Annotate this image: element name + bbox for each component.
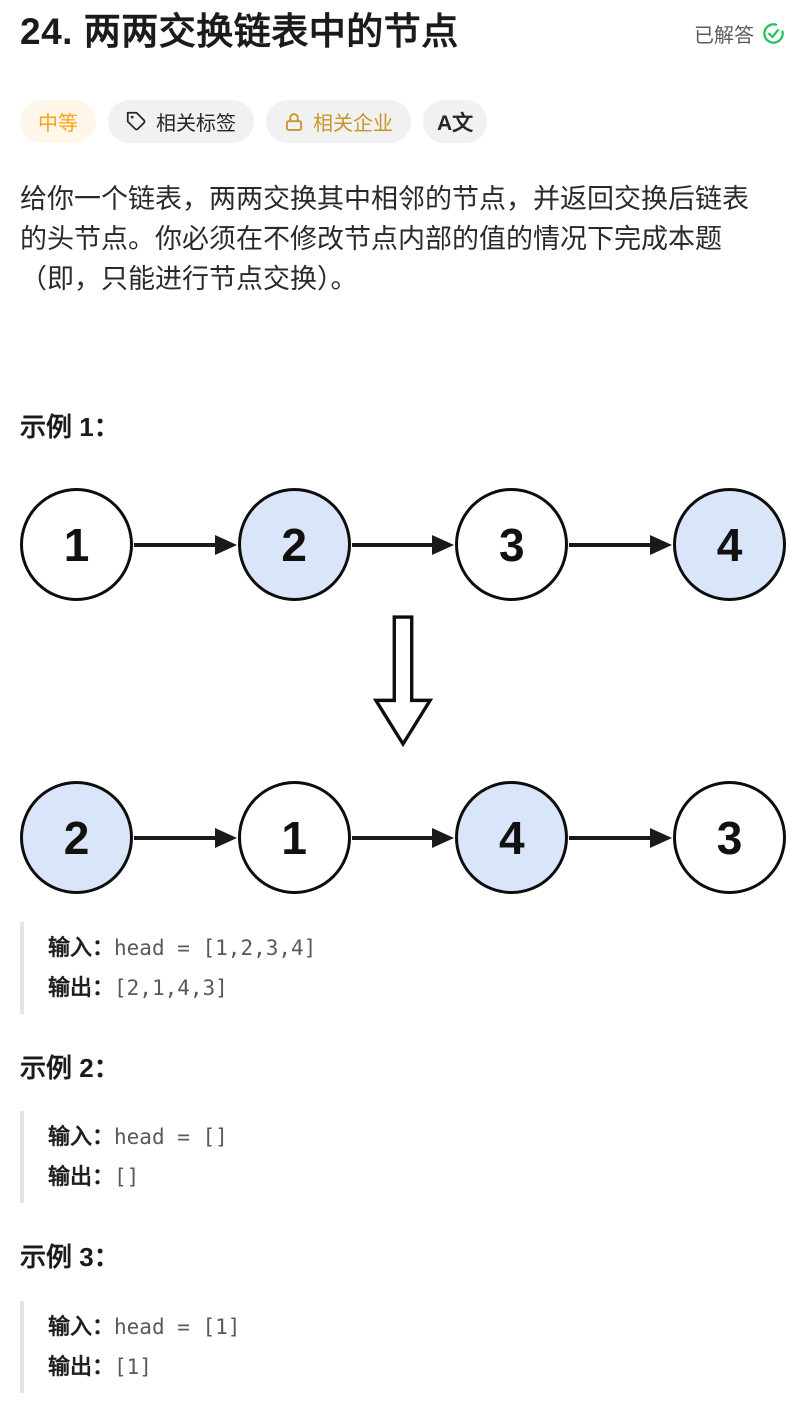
- arrow-tip: [650, 827, 673, 848]
- arrow-tip: [214, 827, 237, 848]
- problem-description: 给你一个链表，两两交换其中相邻的节点，并返回交换后链表 的头节点。你必须在不修改…: [20, 179, 786, 299]
- example-input-line: 输入：head = []: [48, 1117, 786, 1157]
- input-label: 输入：: [48, 1124, 115, 1150]
- related-companies-label: 相关企业: [313, 113, 393, 136]
- node-value: 1: [281, 811, 307, 864]
- input-value: head = []: [114, 1125, 228, 1150]
- node-value: 3: [499, 518, 525, 571]
- arrow-tip: [432, 827, 455, 848]
- example-output-line: 输出：[2,1,4,3]: [48, 968, 786, 1008]
- solved-status: 已解答: [694, 19, 786, 48]
- list-node: 1: [20, 488, 133, 602]
- badge-row: 中等 相关标签 相关企业 A文: [20, 100, 786, 144]
- example-input-line: 输入：head = [1]: [48, 1307, 786, 1347]
- input-label: 输入：: [48, 935, 115, 961]
- related-tags-label: 相关标签: [156, 113, 236, 136]
- arrow-shaft: [134, 835, 216, 840]
- arrow-right-icon: [134, 827, 237, 848]
- difficulty-badge[interactable]: 中等: [20, 100, 96, 144]
- example-1-io-block: 输入：head = [1,2,3,4] 输出：[2,1,4,3]: [20, 922, 786, 1015]
- output-label: 输出：: [48, 1354, 115, 1380]
- output-value: []: [114, 1165, 140, 1190]
- example-2-heading: 示例 2：: [20, 1053, 120, 1084]
- page-title: 24. 两两交换链表中的节点: [20, 11, 459, 52]
- list-node: 1: [237, 781, 351, 895]
- arrow-down-icon: [372, 615, 434, 748]
- arrow-shaft: [569, 542, 652, 547]
- example-output-line: 输出：[]: [48, 1157, 786, 1197]
- input-label: 输入：: [48, 1314, 115, 1340]
- arrow-shaft: [134, 542, 216, 547]
- list-node: 3: [455, 488, 569, 602]
- output-value: [2,1,4,3]: [114, 976, 228, 1001]
- description-line: （即，只能进行节点交换）。: [20, 264, 358, 295]
- arrow-shaft: [351, 542, 434, 547]
- related-tags-badge[interactable]: 相关标签: [108, 100, 254, 144]
- check-circle-icon: [763, 23, 784, 44]
- arrow-right-icon: [569, 827, 673, 848]
- arrow-tip: [650, 534, 673, 555]
- example-3-io-block: 输入：head = [1] 输出：[1]: [20, 1301, 786, 1394]
- output-label: 输出：: [48, 975, 115, 1001]
- input-value: head = [1,2,3,4]: [114, 936, 317, 961]
- node-value: 3: [716, 811, 743, 864]
- example-output-line: 输出：[1]: [48, 1347, 786, 1387]
- related-companies-badge[interactable]: 相关企业: [266, 100, 411, 144]
- arrow-right-icon: [134, 534, 237, 555]
- arrow-tip: [214, 534, 237, 555]
- tag-icon: [126, 112, 146, 131]
- list-node: 2: [237, 488, 351, 602]
- output-label: 输出：: [48, 1164, 115, 1190]
- translate-badge[interactable]: A文: [423, 100, 488, 144]
- arrow-right-icon: [351, 534, 455, 555]
- arrow-shaft: [569, 835, 652, 840]
- example-1-heading: 示例 1：: [20, 412, 120, 443]
- node-value: 4: [499, 811, 525, 864]
- arrow-right-icon: [351, 827, 455, 848]
- lock-icon: [286, 113, 302, 131]
- output-value: [1]: [114, 1355, 152, 1380]
- arrow-right-icon: [569, 534, 673, 555]
- node-value: 1: [63, 518, 90, 571]
- list-node: 4: [455, 781, 569, 895]
- input-value: head = [1]: [114, 1315, 241, 1340]
- linked-list-before: 1 2 3 4: [20, 488, 787, 602]
- example-2-io-block: 输入：head = [] 输出：[]: [20, 1111, 786, 1204]
- node-value: 2: [281, 518, 307, 571]
- list-node: 3: [673, 781, 787, 895]
- description-line: 的头节点。你必须在不修改节点内部的值的情况下完成本题: [20, 224, 722, 255]
- list-node: 4: [673, 488, 787, 602]
- linked-list-after: 2 1 4 3: [20, 781, 787, 895]
- list-node: 2: [20, 781, 133, 895]
- example-3-heading: 示例 3：: [20, 1242, 120, 1273]
- node-value: 4: [716, 518, 743, 571]
- description-line: 给你一个链表，两两交换其中相邻的节点，并返回交换后链表: [20, 184, 749, 215]
- header: 24. 两两交换链表中的节点 已解答: [20, 10, 786, 54]
- solved-label: 已解答: [694, 25, 754, 47]
- transform-indicator: [20, 614, 786, 748]
- node-value: 2: [63, 811, 90, 864]
- arrow-tip: [432, 534, 455, 555]
- example-input-line: 输入：head = [1,2,3,4]: [48, 928, 786, 968]
- arrow-shaft: [351, 835, 434, 840]
